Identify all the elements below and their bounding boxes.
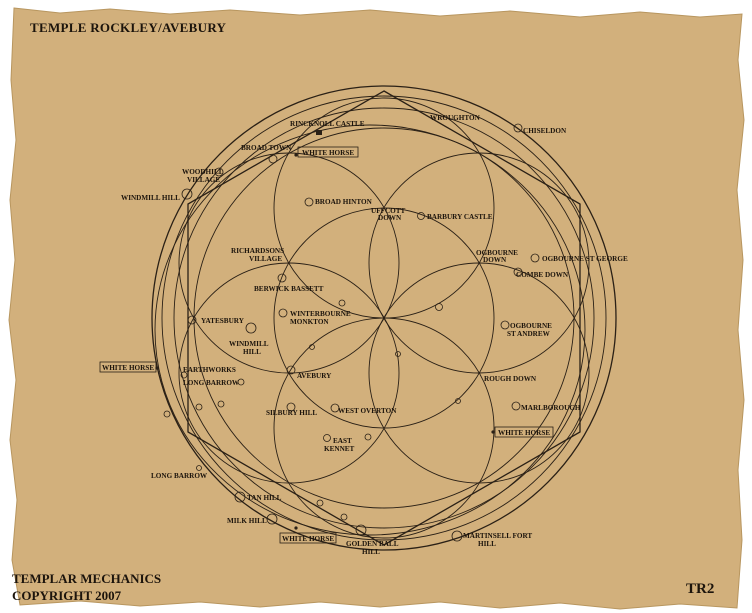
label-west-overton: WEST OVERTON — [338, 407, 397, 415]
label-tan-hill: TAN HILL — [247, 494, 282, 502]
label-east-kennet: KENNET — [324, 445, 355, 453]
label-richardsons-village: VILLAGE — [249, 255, 282, 263]
church-icon — [511, 401, 521, 411]
label-ogbourne-st-andrew-2: ST ANDREW — [507, 330, 551, 338]
label-white-horse-south: WHITE HORSE — [282, 535, 334, 543]
label-milk-hill: MILK HILL — [227, 517, 267, 525]
label-rincknoll-castle: RINCKNOLL CASTLE — [290, 120, 365, 128]
label-ogbourne-st-andrew: OGBOURNE — [510, 322, 552, 330]
barrow-icon — [196, 465, 202, 471]
stone-circle-icon — [286, 365, 296, 375]
castle-icon — [316, 130, 322, 135]
label-combe-down: COMBE DOWN — [516, 271, 569, 279]
label-white-horse-west: WHITE HORSE — [102, 364, 154, 372]
silbury-hill-icon — [286, 402, 296, 412]
dot-icon — [294, 153, 298, 157]
footer-line-2: COPYRIGHT 2007 — [12, 588, 122, 603]
label-martinsell-fort: MARTINSELL FORT — [463, 532, 532, 540]
label-white-horse-marlborough: WHITE HORSE — [498, 429, 550, 437]
barrow-icon — [395, 351, 401, 357]
label-broad-hinton: BROAD HINTON — [315, 198, 373, 206]
church-icon — [330, 403, 340, 413]
barrow-icon — [237, 378, 245, 386]
hill-icon — [181, 188, 193, 200]
barrow-icon — [455, 398, 461, 404]
dot-icon — [491, 430, 495, 434]
hill-icon — [266, 513, 278, 525]
label-silbury-hill: SILBURY HILL — [266, 409, 317, 417]
label-uffcott-down: DOWN — [378, 214, 402, 222]
label-wroughton: WROUGHTON — [430, 114, 481, 122]
label-martinsell-fort-hill: HILL — [478, 540, 496, 548]
label-richardsons: RICHARDSONS — [231, 247, 284, 255]
label-east: EAST — [333, 437, 352, 445]
hill-icon — [234, 491, 246, 503]
label-barbury-castle: BARBURY CASTLE — [427, 213, 493, 221]
label-windmill: WINDMILL — [229, 340, 269, 348]
label-rough-down: ROUGH DOWN — [484, 375, 537, 383]
barrow-icon — [338, 299, 346, 307]
label-long-barrow-2: LONG BARROW — [151, 472, 208, 480]
barrow-icon — [435, 303, 443, 311]
church-icon — [323, 434, 331, 442]
paper-sheet — [8, 7, 745, 610]
label-earthworks: EARTHWORKS — [183, 366, 236, 374]
label-white-horse-broad-town: WHITE HORSE — [302, 149, 354, 157]
dot-icon — [294, 526, 298, 530]
hill-icon — [245, 322, 257, 334]
fort-icon — [417, 212, 425, 220]
barrow-icon — [309, 344, 315, 350]
church-icon — [214, 167, 224, 177]
church-icon — [278, 308, 288, 318]
white-horse-boxes — [99, 146, 554, 544]
church-icon — [513, 267, 523, 277]
label-chiseldon: CHISELDON — [523, 127, 567, 135]
church-icon — [268, 154, 278, 164]
church-icon — [187, 315, 197, 325]
map-code: TR2 — [686, 581, 714, 597]
label-windmill-hill: HILL — [243, 348, 261, 356]
barrow-icon — [316, 499, 324, 507]
label-avebury: AVEBURY — [297, 372, 332, 380]
church-icon — [304, 197, 314, 207]
map-title: TEMPLE ROCKLEY/AVEBURY — [30, 20, 227, 35]
label-ogbourne-st-george: OGBOURNE ST GEORGE — [542, 255, 628, 263]
church-icon — [513, 123, 523, 133]
hill-icon — [451, 530, 463, 542]
label-winterbourne-monkton: MONKTON — [290, 318, 329, 326]
hill-icon — [355, 524, 367, 536]
barrow-icon — [364, 433, 372, 441]
geometry-layer — [151, 85, 617, 551]
label-woodhill-village: VILLAGE — [187, 176, 220, 184]
label-golden-ball-hill: HILL — [362, 548, 380, 556]
earthwork-icon — [180, 371, 188, 379]
church-icon — [500, 320, 510, 330]
church-icon — [277, 273, 287, 283]
barrow-icon — [163, 410, 171, 418]
label-golden-ball: GOLDEN BALL — [346, 540, 399, 548]
site-symbols — [155, 123, 540, 542]
label-yatesbury: YATESBURY — [201, 317, 245, 325]
footer-line-1: TEMPLAR MECHANICS — [12, 571, 161, 586]
label-ogbourne: OGBOURNE — [476, 249, 518, 257]
barrow-icon — [340, 513, 348, 521]
label-broad-town: BROAD TOWN — [241, 144, 292, 152]
label-winterbourne: WINTERBOURNE — [290, 310, 351, 318]
label-uffcott: UFFCOTT — [371, 207, 406, 215]
place-labels: RINCKNOLL CASTLE WROUGHTON CHISELDON BRO… — [102, 114, 628, 556]
label-berwick-bassett: BERWICK BASSETT — [254, 285, 324, 293]
label-woodhill: WOODHILL — [182, 168, 224, 176]
barrow-icon — [195, 403, 203, 411]
label-long-barrow-1: LONG BARROW — [183, 379, 240, 387]
barrow-icon — [217, 400, 225, 408]
church-icon — [530, 253, 540, 263]
label-ogbourne-down: DOWN — [483, 256, 507, 264]
label-marlborough: MARLBOROUGH — [521, 404, 581, 412]
label-windmill-hill-north: WINDMILL HILL — [121, 194, 180, 202]
